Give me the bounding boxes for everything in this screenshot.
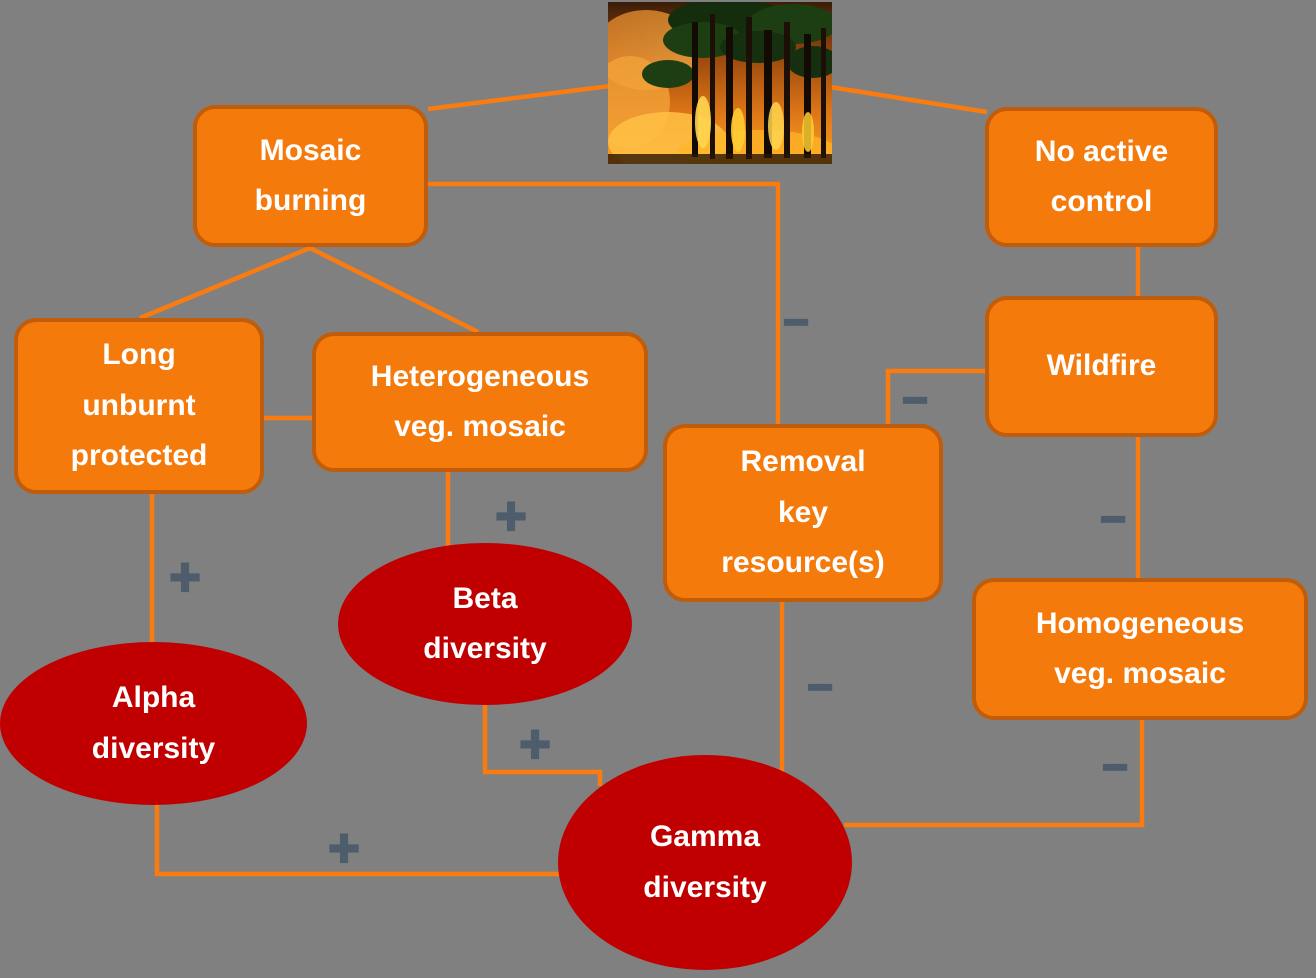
edge-beta-to-gamma: [482, 703, 603, 786]
node-alpha-diversity-label: Alpha diversity: [91, 681, 216, 765]
node-heterogeneous-veg-mosaic-label: Heterogeneous veg. mosaic: [370, 359, 590, 443]
plus-sign-long-unburnt-alpha: +: [168, 547, 202, 607]
node-homogeneous-veg-mosaic-label: Homogeneous veg. mosaic: [1035, 606, 1245, 690]
node-heterogeneous-veg-mosaic: Heterogeneous veg. mosaic: [312, 332, 648, 472]
node-no-active-control: No active control: [985, 107, 1218, 247]
node-long-unburnt-protected-label: Long unburnt protected: [70, 338, 208, 473]
minus-sign-wildfire-homogeneous: −: [1099, 495, 1127, 544]
edge-mosaic-burning-to-removal: [428, 181, 781, 424]
edge-alpha-to-gamma: [154, 805, 560, 877]
node-wildfire: Wildfire: [985, 296, 1218, 437]
minus-sign-fire-removal: −: [782, 298, 810, 347]
minus-sign-removal-gamma: −: [806, 663, 834, 712]
edge-mosaic-burning-to-long-unburnt: [139, 245, 311, 321]
node-beta-diversity: Beta diversity: [338, 543, 632, 705]
minus-sign-homogeneous-gamma: −: [1101, 743, 1129, 792]
node-homogeneous-veg-mosaic: Homogeneous veg. mosaic: [972, 578, 1308, 720]
edge-fire-to-mosaic-burning: [427, 83, 611, 112]
node-beta-diversity-label: Beta diversity: [423, 581, 547, 665]
node-gamma-diversity: Gamma diversity: [558, 755, 852, 970]
forest-fire-image: [608, 2, 832, 164]
edge-wildfire-to-removal: [885, 368, 985, 424]
node-removal-key-resources-label: Removal key resource(s): [721, 445, 885, 580]
plus-sign-beta-gamma: +: [518, 714, 552, 774]
node-alpha-diversity: Alpha diversity: [0, 642, 307, 805]
plus-sign-alpha-gamma: +: [327, 818, 361, 878]
edge-fire-to-no-active-control: [829, 84, 988, 115]
node-long-unburnt-protected: Long unburnt protected: [14, 318, 264, 494]
node-gamma-diversity-label: Gamma diversity: [643, 820, 767, 904]
node-removal-key-resources: Removal key resource(s): [663, 424, 943, 602]
edge-homogeneous-to-gamma: [844, 720, 1145, 828]
node-wildfire-label: Wildfire: [1046, 349, 1157, 383]
node-no-active-control-label: No active control: [1034, 134, 1169, 218]
plus-sign-heterogeneous-beta: +: [494, 486, 528, 546]
edge-mosaic-burning-to-heterogeneous: [308, 245, 480, 335]
minus-sign-wildfire-removal: −: [901, 376, 929, 425]
node-mosaic-burning: Mosaic burning: [193, 105, 428, 247]
node-mosaic-burning-label: Mosaic burning: [254, 133, 367, 217]
